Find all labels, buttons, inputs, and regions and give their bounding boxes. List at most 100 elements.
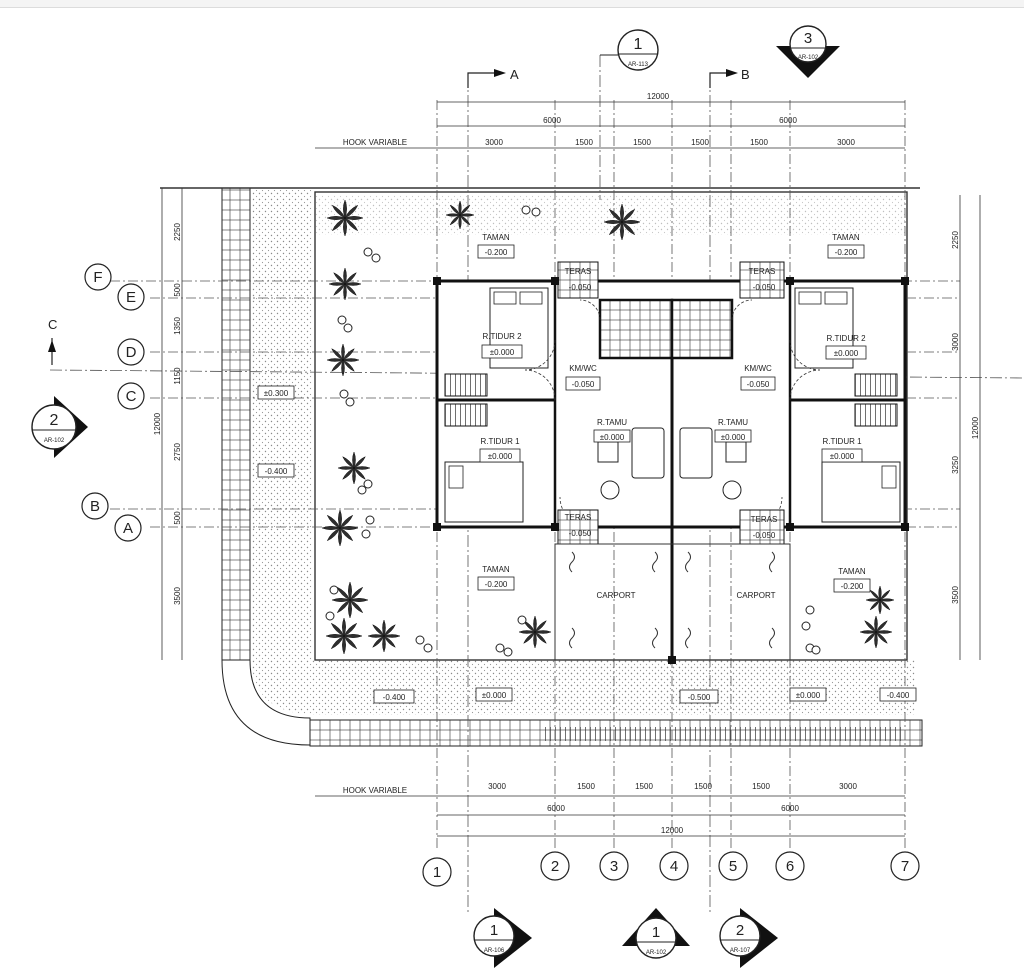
grid-col-label: 7 xyxy=(901,858,909,875)
callout-ref: AR-106 xyxy=(484,948,505,954)
pillow-r2 xyxy=(798,291,822,305)
dim-top-seg: 1500 xyxy=(691,138,709,147)
shrub-icon xyxy=(805,605,815,615)
shrub-icon xyxy=(345,397,355,407)
callout-top-1: 1 AR-113 xyxy=(600,29,659,71)
left-dotted-strip xyxy=(252,190,312,660)
level-box xyxy=(373,689,415,704)
grid-row-bubble: D xyxy=(117,338,145,366)
section-marker-a: A xyxy=(467,67,519,88)
room-tamu-left: R.TAMU xyxy=(597,418,627,427)
pillow-l2b xyxy=(519,291,543,305)
dim-bottom-seg: 1500 xyxy=(577,782,595,791)
grid-col-label: 1 xyxy=(433,864,441,881)
plant-icon xyxy=(328,267,362,301)
callout-ref: AR-102 xyxy=(44,438,65,444)
plant-icon xyxy=(331,581,369,619)
room-labels: TAMAN -0.200 TAMAN -0.200 TAMAN -0.200 T… xyxy=(477,233,871,600)
pillow-r2b xyxy=(824,291,848,305)
room-taman-tl-level: -0.200 xyxy=(485,248,508,257)
shrub-icon xyxy=(343,323,353,333)
kmwc-right-room xyxy=(670,298,734,360)
room-carport-right: CARPORT xyxy=(737,591,776,600)
dim-bottom-total: 12000 xyxy=(661,826,684,835)
dim-top-half-left: 6000 xyxy=(543,116,561,125)
level-box xyxy=(257,463,295,478)
shrub-icon xyxy=(339,389,349,399)
dim-bottom-seg: 1500 xyxy=(635,782,653,791)
grid-row-label: D xyxy=(126,344,137,361)
room-tidur2-right: R.TIDUR 2 xyxy=(826,334,866,343)
dim-right-seg: 3000 xyxy=(951,333,960,351)
grid-col-label: 4 xyxy=(670,858,678,875)
dim-bottom-hook: HOOK VARIABLE xyxy=(343,786,407,795)
dim-right-seg: 3250 xyxy=(951,456,960,474)
dim-top-total: 12000 xyxy=(647,92,670,101)
shrub-icon xyxy=(363,247,373,257)
room-kmwc-right-level: -0.050 xyxy=(747,380,770,389)
callout-num: 1 xyxy=(634,36,643,53)
grid-row-label: E xyxy=(126,289,136,306)
shrub-icon xyxy=(363,479,373,489)
room-teras-bl: TERAS xyxy=(565,513,592,522)
plant-icon xyxy=(603,203,641,241)
site xyxy=(160,187,923,747)
dim-bottom-seg: 3000 xyxy=(839,782,857,791)
dim-bottom-half-left: 6000 xyxy=(547,804,565,813)
level-box xyxy=(593,429,631,443)
grid-col-label: 2 xyxy=(551,858,559,875)
dim-right-total: 12000 xyxy=(971,416,980,439)
grid-row-label: C xyxy=(126,388,137,405)
grid-col-bubble: 5 xyxy=(718,851,748,881)
grid-row-label: F xyxy=(93,269,102,286)
bottom-dimensions: HOOK VARIABLE 3000 1500 1500 1500 1500 3… xyxy=(343,782,858,835)
grid-col-bubble: 6 xyxy=(775,851,805,881)
room-taman-br: TAMAN xyxy=(838,567,866,576)
teras-br-tiles xyxy=(739,509,785,545)
level-box xyxy=(789,687,827,702)
driveway-dots xyxy=(555,660,795,715)
dim-right-seg: 3500 xyxy=(951,586,960,604)
callout-left-2: 2 AR-102 xyxy=(31,396,88,458)
grid-row-bubble: F xyxy=(84,263,112,291)
callout-bottom-1a: 1 AR-106 xyxy=(473,908,532,968)
shrub-icon xyxy=(811,645,821,655)
dim-bottom-half-right: 6000 xyxy=(781,804,799,813)
window-top-edge xyxy=(0,0,1024,8)
plant-icon xyxy=(859,615,893,649)
dim-left-seg: 2750 xyxy=(173,443,182,461)
dim-bottom-seg: 1500 xyxy=(752,782,770,791)
level-box xyxy=(821,448,863,463)
level-box xyxy=(475,687,513,702)
room-teras-br: TERAS xyxy=(751,515,778,524)
left-dimensions: 12000 2250 500 1350 1150 2750 500 3500 xyxy=(153,223,182,605)
room-tidur2-right-level: ±0.000 xyxy=(834,349,859,358)
level-box xyxy=(879,687,917,702)
callout-bottom-1b: 1 AR-102 xyxy=(622,908,690,959)
grid-col-bubble: 7 xyxy=(890,851,920,881)
grid-col-label: 3 xyxy=(610,858,618,875)
grid-col-bubble: 3 xyxy=(599,851,629,881)
level-box xyxy=(477,244,515,259)
level-box xyxy=(714,429,752,443)
grid-bubbles-rows: F E D C B A xyxy=(81,263,145,542)
room-carport-left: CARPORT xyxy=(597,591,636,600)
table-l xyxy=(600,480,620,500)
shrub-icon xyxy=(801,621,811,631)
bed-tidur1-right xyxy=(821,461,901,523)
closet-l2 xyxy=(444,403,488,427)
shrub-icon xyxy=(503,647,513,657)
shrub-icon xyxy=(531,207,541,217)
plant-icon xyxy=(337,451,371,485)
top-dimensions: 12000 6000 6000 HOOK VARIABLE 3000 1500 … xyxy=(343,92,856,147)
room-tidur1-right: R.TIDUR 1 xyxy=(822,437,862,446)
level-road-left: -0.400 xyxy=(383,693,406,702)
shrub-icon xyxy=(329,585,339,595)
shrub-icon xyxy=(325,611,335,621)
dim-top-half-right: 6000 xyxy=(779,116,797,125)
room-teras-tl-level: -0.050 xyxy=(569,283,592,292)
level-road-r2: ±0.000 xyxy=(796,691,821,700)
pillow-l2 xyxy=(493,291,517,305)
sofa-right xyxy=(679,427,713,479)
